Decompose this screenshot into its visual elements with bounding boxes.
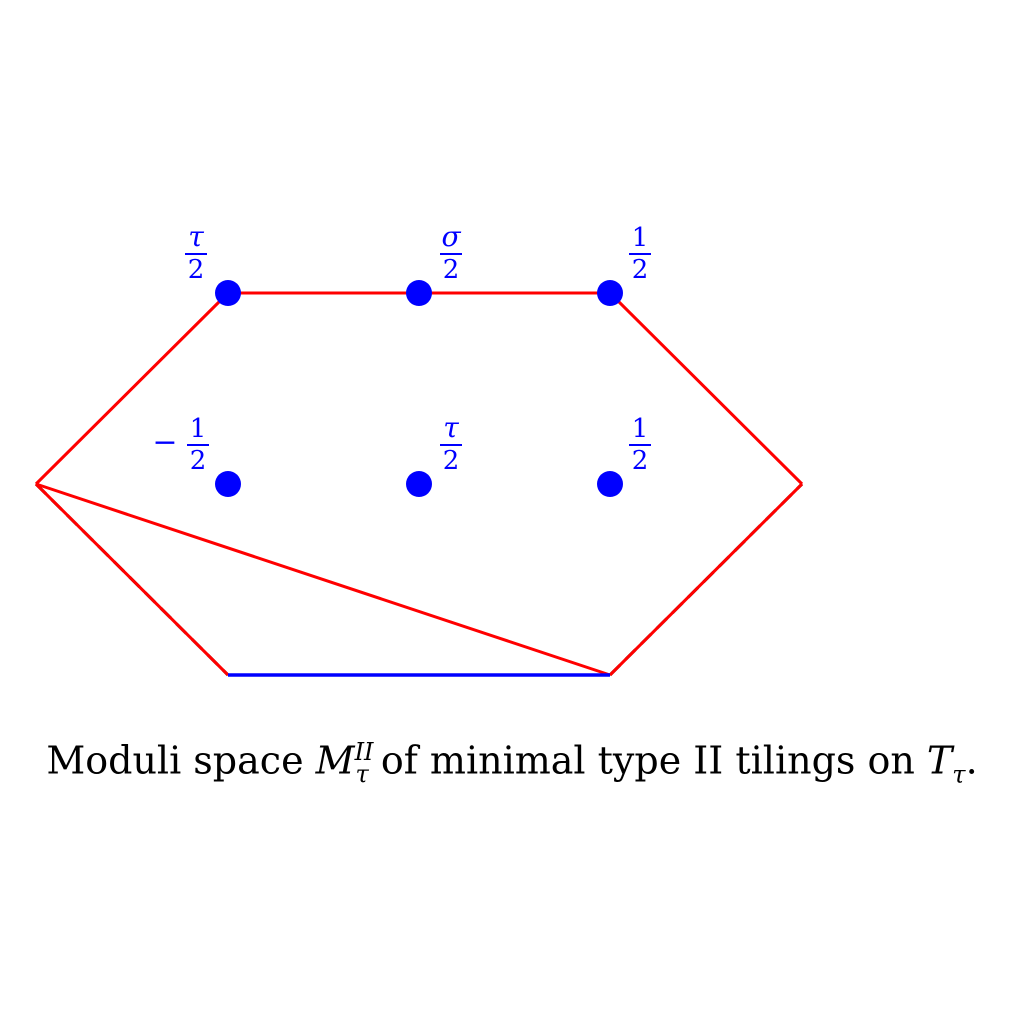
red-edge-lower-left	[34, 482, 230, 677]
point-tau-half-top	[215, 280, 241, 306]
point-sigma-half	[406, 280, 432, 306]
label-denominator: 2	[632, 446, 649, 476]
torus-symbol: T	[926, 738, 953, 783]
point-tau-half-mid	[406, 471, 432, 497]
label-minus-half: − 1 2	[152, 414, 209, 476]
label-denominator: 2	[188, 255, 205, 285]
label-denominator: 2	[190, 446, 207, 476]
points	[215, 280, 623, 497]
label-numerator: σ	[441, 220, 461, 253]
label-sign: −	[152, 425, 177, 460]
caption-prefix: Moduli space	[46, 738, 316, 783]
moduli-symbol: M	[315, 738, 355, 783]
label-tau-half-mid: τ 2	[440, 411, 462, 476]
caption-middle: of minimal type II tilings on	[368, 738, 927, 783]
label-numerator: 1	[190, 414, 207, 444]
label-denominator: 2	[443, 446, 460, 476]
point-minus-half	[215, 471, 241, 497]
moduli-subscript: τ	[355, 760, 369, 789]
caption-suffix: .	[965, 738, 978, 783]
label-numerator: τ	[443, 411, 459, 444]
caption: Moduli space MIIτ of minimal type II til…	[0, 738, 1024, 788]
moduli-superscript: II	[354, 738, 374, 766]
point-half-mid	[597, 471, 623, 497]
torus-subscript: τ	[952, 760, 966, 789]
label-numerator: τ	[188, 220, 204, 253]
label-denominator: 2	[632, 255, 649, 285]
label-half-top: 1 2	[629, 223, 651, 285]
label-denominator: 2	[443, 255, 460, 285]
label-half-mid: 1 2	[629, 414, 651, 476]
point-half-top	[597, 280, 623, 306]
red-edge-upper-left	[34, 291, 230, 486]
label-numerator: 1	[632, 223, 649, 253]
label-numerator: 1	[632, 414, 649, 444]
label-tau-half-top: τ 2	[185, 220, 207, 285]
red-edge-upper-right	[608, 291, 804, 486]
red-edge-diagonal	[35, 482, 611, 677]
label-sigma-half: σ 2	[440, 220, 462, 285]
red-edge-lower-right	[608, 482, 804, 677]
red-edges	[34, 291, 804, 677]
